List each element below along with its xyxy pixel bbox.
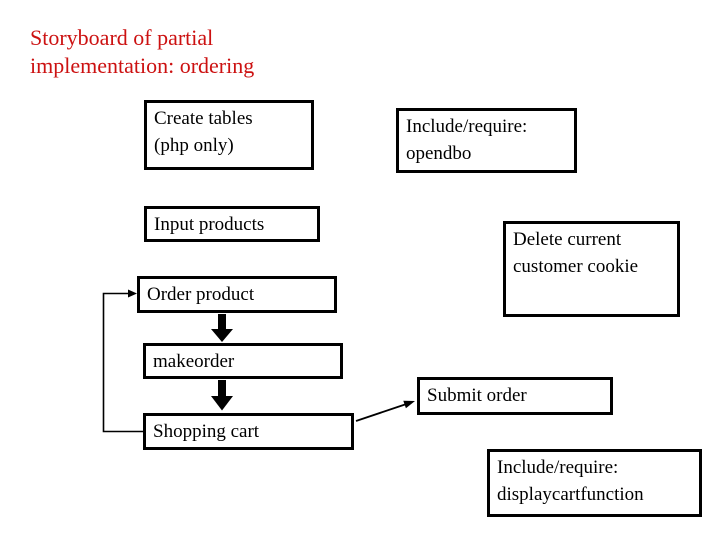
flow-box-order-product: Order product (137, 276, 337, 313)
down-arrowhead-icon (211, 329, 233, 342)
order-to-makeorder-arrow (211, 314, 233, 342)
flow-box-submit-order: Submit order (417, 377, 613, 415)
loop-arrowhead-icon (128, 289, 137, 298)
cart-to-submit-arrow (355, 400, 415, 422)
slide-title: Storyboard of partial implementation: or… (30, 25, 255, 78)
diagonal-arrowhead-icon (403, 400, 415, 409)
flow-box-delete-customer-cookie: Delete current customer cookie (503, 221, 680, 317)
flow-box-create-tables: Create tables (php only) (144, 100, 314, 170)
makeorder-to-cart-arrow (211, 380, 233, 411)
flow-box-makeorder: makeorder (143, 343, 343, 379)
down-arrowhead-icon (211, 396, 233, 411)
flow-box-include-displaycartfunction: Include/require: displaycartfunction (487, 449, 702, 517)
flow-box-shopping-cart: Shopping cart (143, 413, 354, 450)
flow-box-input-products: Input products (144, 206, 320, 242)
flow-box-include-opendbo: Include/require: opendbo (396, 108, 577, 173)
